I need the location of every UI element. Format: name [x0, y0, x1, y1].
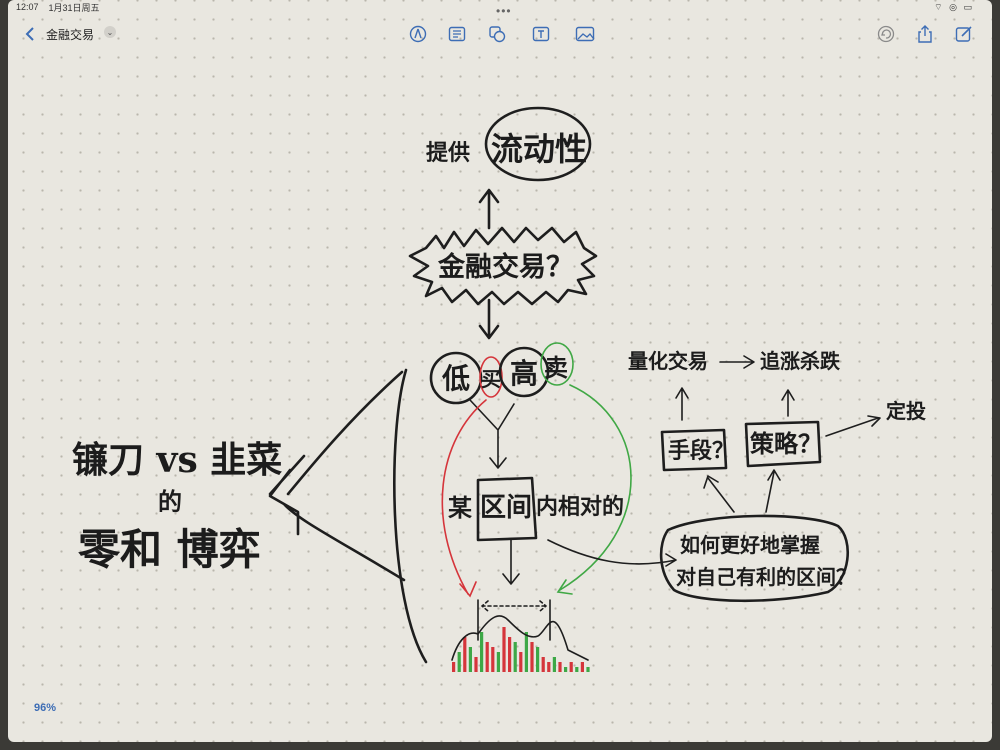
chart-bar [519, 652, 523, 672]
chart-bar [580, 662, 584, 672]
status-date: 1月31日周五 [48, 2, 100, 13]
left-big-arrow [268, 370, 406, 582]
notes-screen: 12:07 1月31日周五 ⌔ ◎ ▭ ••• 金融交易 ⌄ [8, 0, 992, 742]
chart-bar [480, 632, 484, 672]
drawing-canvas[interactable]: 提供 流动性 金融交易？ 低 买 高 卖 某 区间 内相对的 [8, 0, 992, 742]
sickle-vs-leek: 镰刀 vs 韭菜 [72, 439, 282, 481]
interval-label: 区间 [480, 493, 532, 523]
undo-icon[interactable] [874, 22, 898, 46]
chart-bar [496, 652, 500, 672]
chart-bar [508, 637, 512, 672]
zoom-indicator: 96% [34, 702, 57, 714]
chart-bar [452, 662, 456, 672]
document-title[interactable]: 金融交易 [46, 28, 95, 42]
chevron-left-icon[interactable] [18, 22, 42, 46]
low-label: 低 [441, 362, 470, 395]
merge-arrow [469, 399, 515, 469]
chart-bar [575, 667, 579, 672]
arrow-quant-to-chase [719, 355, 755, 369]
compose-icon[interactable] [952, 22, 976, 46]
chart-bar [547, 662, 551, 672]
chart-bar [552, 657, 556, 672]
mini-candle-chart [452, 627, 590, 672]
center-title: 金融交易？ [437, 251, 573, 283]
arrow-down-center [478, 298, 500, 340]
chart-bar [524, 632, 528, 672]
chart-bar [564, 667, 568, 672]
chart-bar [530, 642, 534, 672]
chart-bar [463, 637, 467, 672]
quant-label: 量化交易 [628, 349, 708, 373]
fixed-label: 定投 [886, 399, 926, 423]
high-circle [498, 346, 550, 398]
arrow-up-liquidity [478, 188, 500, 230]
status-bar: 12:07 1月31日周五 ⌔ ◎ ▭ [8, 0, 992, 14]
chart-bar [457, 652, 461, 672]
chart-bar [586, 667, 590, 672]
center-cloud [408, 226, 598, 306]
price-curve [451, 615, 589, 661]
zero-sum-game: 零和 博弈 [78, 525, 261, 574]
high-label: 高 [510, 357, 538, 390]
arrow-to-fixed [825, 415, 881, 437]
chart-bar [502, 627, 506, 672]
shape-icon[interactable] [485, 22, 509, 46]
multitasking-grabber[interactable]: ••• [496, 4, 512, 18]
chart-bar [468, 647, 472, 672]
buy-label: 买 [481, 367, 501, 391]
chart-bar [474, 657, 478, 672]
question-line1: 如何更好地掌握 [680, 533, 820, 557]
chart-bar [491, 647, 495, 672]
range-arrow [481, 600, 547, 612]
arrow-to-strategy [765, 469, 781, 513]
text-note-icon[interactable] [445, 22, 469, 46]
red-buy-curve [441, 399, 487, 598]
chevron-down-icon[interactable]: ⌄ [104, 26, 116, 38]
status-time: 12:07 [16, 2, 39, 12]
means-box [660, 428, 728, 472]
left-de: 的 [158, 487, 182, 516]
interval-prefix: 某 [448, 493, 472, 522]
top-toolbar: 金融交易 ⌄ [8, 18, 992, 50]
share-icon[interactable] [913, 22, 937, 46]
chart-bar [513, 642, 517, 672]
chase-label: 追涨杀跌 [760, 349, 841, 373]
sell-circle [540, 342, 574, 386]
chart-bar [558, 662, 562, 672]
image-icon[interactable] [573, 22, 597, 46]
interval-box [476, 476, 538, 542]
arrow-to-means [703, 475, 735, 513]
provide-label: 提供 [426, 140, 470, 166]
arrow-to-quant [675, 387, 689, 421]
chart-bar [541, 657, 545, 672]
low-circle [429, 351, 483, 405]
chart-bar [569, 662, 573, 672]
strategy-box [744, 420, 822, 468]
arrow-to-question [547, 539, 677, 567]
interval-suffix: 内相对的 [536, 494, 624, 520]
chart-bar [536, 647, 540, 672]
arrow-to-chart [502, 539, 520, 585]
buy-circle [479, 356, 503, 398]
chart-bar [485, 642, 489, 672]
strategy-label: 策略？ [750, 429, 822, 458]
question-bubble [659, 514, 850, 603]
means-label: 手段？ [668, 438, 734, 464]
sell-label: 卖 [544, 353, 568, 382]
pen-tool-icon[interactable] [406, 22, 430, 46]
left-arrow-curve [393, 368, 428, 664]
liquidity-label: 流动性 [491, 130, 587, 168]
status-indicators: ⌔ ◎ ▭ [934, 2, 974, 12]
arrow-to-chase [781, 389, 795, 417]
liquidity-bubble [484, 106, 592, 182]
question-line2: 对自己有利的区间？ [676, 565, 856, 589]
textbox-icon[interactable] [529, 22, 553, 46]
green-sell-curve [556, 384, 632, 595]
